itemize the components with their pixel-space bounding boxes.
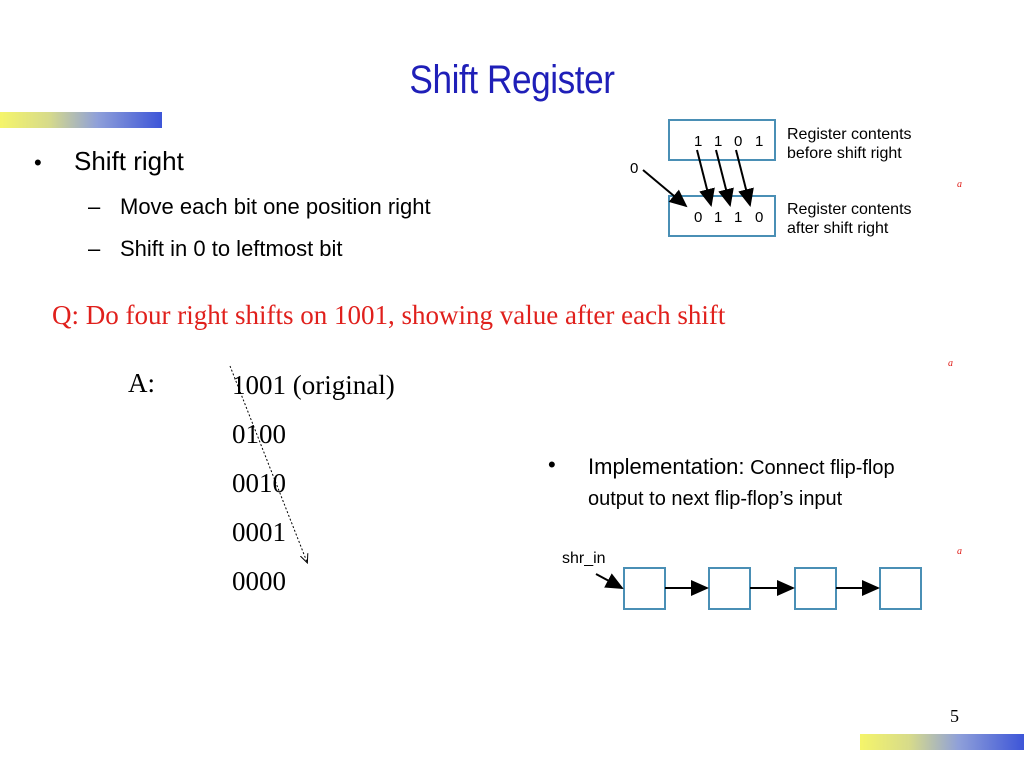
- sub-bullet-move: Move each bit one position right: [120, 194, 431, 219]
- implementation-label: Implementation:: [588, 454, 745, 479]
- dash-symbol: –: [88, 194, 101, 219]
- before-label-2: before shift right: [787, 145, 902, 162]
- dotted-shift-arrow: [229, 365, 307, 562]
- answer-line-2: 0100: [232, 419, 286, 449]
- implementation-line-2: output to next flip-flop’s input: [588, 488, 843, 510]
- implementation-line-1: Connect flip-flop: [744, 457, 895, 479]
- annotation-mark: a: [957, 179, 962, 190]
- answer-line-3: 0010: [232, 468, 286, 498]
- question-text: Q: Do four right shifts on 1001, showing…: [52, 300, 726, 330]
- after-bit-1: 0: [694, 209, 703, 226]
- sub-bullet-shift-in: Shift in 0 to leftmost bit: [120, 236, 343, 261]
- decorative-band-top: [0, 112, 162, 128]
- shift-arrow-3: [735, 149, 754, 207]
- slide-title: Shift Register: [409, 58, 615, 102]
- shift-in-value: 0: [630, 160, 639, 177]
- answer-line-1: 1001 (original): [232, 370, 395, 400]
- before-bit-2: 1: [714, 133, 723, 150]
- before-label-1: Register contents: [787, 126, 912, 143]
- shr-in-label: shr_in: [562, 550, 606, 567]
- before-bit-4: 1: [755, 133, 764, 150]
- shift-arrow-2: [715, 149, 734, 207]
- flip-flop-4: [879, 567, 922, 610]
- annotation-mark: a: [957, 546, 962, 557]
- decorative-band-bottom: [860, 734, 1024, 750]
- after-bit-4: 0: [755, 209, 764, 226]
- bullet-shift-right: Shift right: [74, 146, 184, 176]
- after-bit-2: 1: [714, 209, 723, 226]
- flip-flop-3: [794, 567, 837, 610]
- page-number: 5: [950, 706, 959, 726]
- shift-in-arrow: [642, 169, 688, 208]
- bullet-symbol: •: [548, 452, 556, 477]
- after-bit-3: 1: [734, 209, 743, 226]
- flip-flop-2: [708, 567, 751, 610]
- after-label-1: Register contents: [787, 201, 912, 218]
- answer-line-4: 0001: [232, 517, 286, 547]
- register-before-box: [668, 119, 776, 161]
- implementation-text: Implementation: Connect flip-flop output…: [588, 452, 895, 514]
- bullet-symbol: •: [34, 150, 42, 175]
- before-bit-1: 1: [694, 133, 703, 150]
- answer-label: A:: [128, 368, 155, 398]
- annotation-mark: a: [948, 358, 953, 369]
- flip-flop-1: [623, 567, 666, 610]
- after-label-2: after shift right: [787, 220, 889, 237]
- shr-in-arrow: [595, 573, 624, 589]
- shift-arrow-1: [696, 149, 715, 207]
- answer-line-5: 0000: [232, 566, 286, 596]
- before-bit-3: 0: [734, 133, 743, 150]
- dash-symbol: –: [88, 236, 101, 261]
